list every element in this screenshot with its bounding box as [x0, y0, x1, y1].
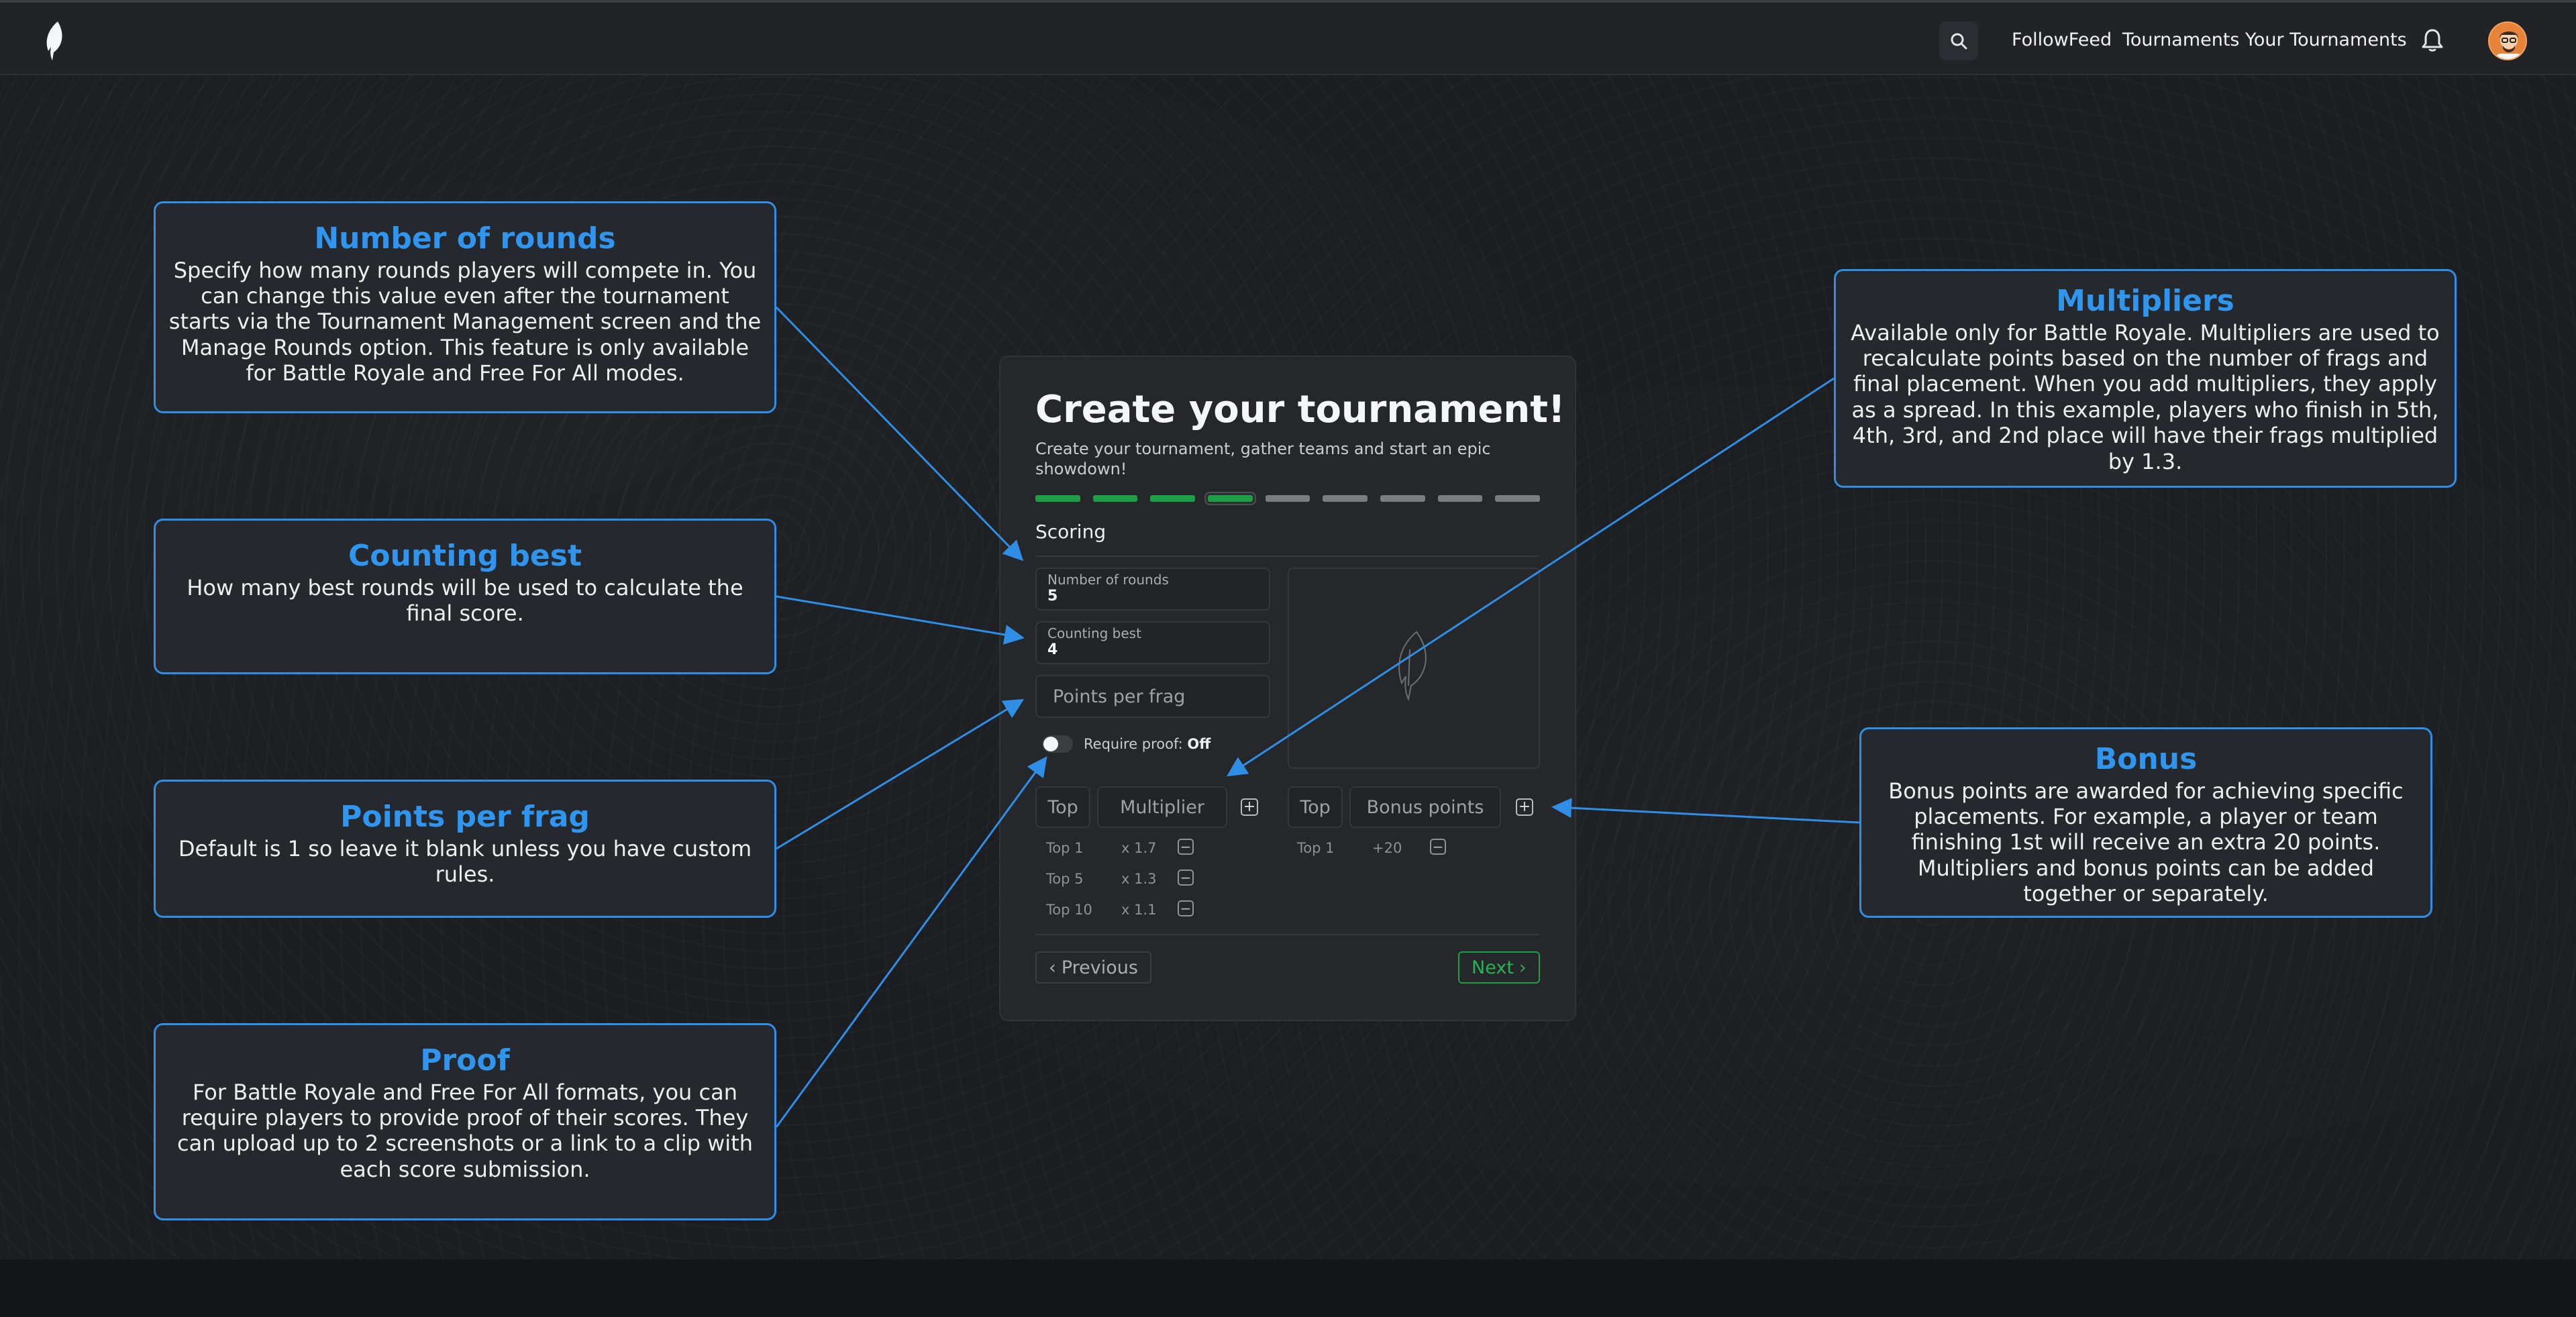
- multiplier-row-place: Top 10: [1046, 902, 1092, 918]
- nav-link-your-tournaments[interactable]: Your Tournaments: [2245, 30, 2407, 50]
- callout-text: How many best rounds will be used to cal…: [187, 574, 743, 626]
- progress-step: [1035, 495, 1080, 502]
- progress-step: [1495, 495, 1541, 502]
- multiplier-row-place: Top 5: [1046, 871, 1084, 887]
- require-proof-label: Require proof: Off: [1084, 736, 1211, 752]
- add-bonus-button[interactable]: +: [1516, 798, 1533, 816]
- callout-title: Proof: [420, 1043, 510, 1077]
- callout-text: Default is 1 so leave it blank unless yo…: [178, 835, 752, 887]
- counting-best-field[interactable]: Counting best 4: [1035, 621, 1270, 664]
- callout-proof: Proof For Battle Royale and Free For All…: [154, 1023, 776, 1220]
- progress-step: [1092, 495, 1138, 502]
- section-divider: [1035, 556, 1540, 557]
- field-label: Number of rounds: [1047, 572, 1169, 588]
- search-icon: [1951, 33, 1967, 50]
- progress-steps: [1035, 493, 1541, 504]
- bonus-row-place: Top 1: [1297, 840, 1335, 856]
- progress-step: [1380, 495, 1425, 502]
- chevron-left-icon: ‹: [1049, 957, 1056, 978]
- multiplier-row-value: x 1.7: [1121, 840, 1157, 856]
- bonus-top-input[interactable]: Top: [1288, 786, 1343, 828]
- tournament-image-preview[interactable]: [1288, 568, 1540, 769]
- callout-multipliers: Multipliers Available only for Battle Ro…: [1834, 269, 2457, 488]
- callout-text: Specify how many rounds players will com…: [168, 257, 762, 386]
- callout-title: Multipliers: [2056, 284, 2234, 318]
- feather-placeholder-icon: [1398, 631, 1427, 702]
- bonus-points-input[interactable]: Bonus points: [1349, 786, 1501, 828]
- card-subtitle: Create your tournament, gather teams and…: [1035, 439, 1491, 478]
- callout-number-of-rounds: Number of rounds Specify how many rounds…: [154, 201, 776, 413]
- section-label-scoring: Scoring: [1035, 521, 1106, 543]
- chevron-right-icon: ›: [1518, 957, 1527, 978]
- callout-text: For Battle Royale and Free For All forma…: [177, 1079, 753, 1182]
- next-button[interactable]: Next ›: [1458, 951, 1540, 984]
- progress-step: [1437, 495, 1483, 502]
- bonus-row-value: +20: [1372, 840, 1402, 856]
- progress-step: [1323, 495, 1368, 502]
- search-button[interactable]: [1939, 21, 1978, 60]
- callout-points-per-frag: Points per frag Default is 1 so leave it…: [154, 780, 776, 918]
- nav-link-tournaments[interactable]: Tournaments: [2122, 30, 2240, 50]
- progress-step: [1150, 495, 1196, 502]
- remove-multiplier-button[interactable]: −: [1178, 870, 1194, 886]
- callout-text: Bonus points are awarded for achieving s…: [1888, 778, 2404, 907]
- remove-multiplier-button[interactable]: −: [1178, 839, 1194, 855]
- bell-icon[interactable]: [2419, 27, 2446, 54]
- multiplier-row-place: Top 1: [1046, 840, 1084, 856]
- callout-title: Points per frag: [340, 800, 590, 834]
- feather-logo-icon[interactable]: [42, 20, 68, 62]
- require-proof-toggle[interactable]: [1042, 735, 1073, 753]
- footer-divider: [1035, 934, 1540, 935]
- field-placeholder: Points per frag: [1053, 686, 1186, 707]
- footer-band: [0, 1259, 2576, 1317]
- create-tournament-card: Create your tournament! Create your tour…: [999, 356, 1576, 1021]
- callout-counting-best: Counting best How many best rounds will …: [154, 519, 776, 674]
- add-multiplier-button[interactable]: +: [1241, 798, 1258, 816]
- callout-text: Available only for Battle Royale. Multip…: [1851, 319, 2440, 474]
- avatar-face-icon: [2496, 32, 2522, 59]
- multiplier-top-input[interactable]: Top: [1035, 786, 1090, 828]
- points-per-frag-input[interactable]: Points per frag: [1035, 675, 1270, 718]
- top-navbar: FollowFeed Tournaments Your Tournaments: [0, 0, 2576, 75]
- card-title: Create your tournament!: [1035, 388, 1565, 431]
- callout-title: Counting best: [348, 539, 582, 573]
- previous-button[interactable]: ‹ Previous: [1035, 951, 1151, 984]
- number-of-rounds-field[interactable]: Number of rounds 5: [1035, 568, 1270, 611]
- multiplier-row-value: x 1.3: [1121, 871, 1157, 887]
- require-proof-state: Off: [1187, 736, 1211, 752]
- field-value: 5: [1047, 588, 1058, 604]
- progress-step: [1206, 493, 1255, 504]
- remove-multiplier-button[interactable]: −: [1178, 900, 1194, 916]
- multiplier-value-input[interactable]: Multiplier: [1097, 786, 1227, 828]
- user-avatar[interactable]: [2488, 21, 2527, 60]
- remove-bonus-button[interactable]: −: [1430, 839, 1446, 855]
- multiplier-row-value: x 1.1: [1121, 902, 1157, 918]
- field-value: 4: [1047, 641, 1058, 658]
- field-label: Counting best: [1047, 625, 1141, 641]
- callout-bonus: Bonus Bonus points are awarded for achie…: [1859, 727, 2432, 918]
- callout-title: Number of rounds: [314, 221, 616, 256]
- toggle-knob: [1043, 737, 1058, 751]
- nav-link-followfeed[interactable]: FollowFeed: [2012, 30, 2112, 50]
- callout-title: Bonus: [2094, 742, 2198, 776]
- progress-step: [1265, 495, 1310, 502]
